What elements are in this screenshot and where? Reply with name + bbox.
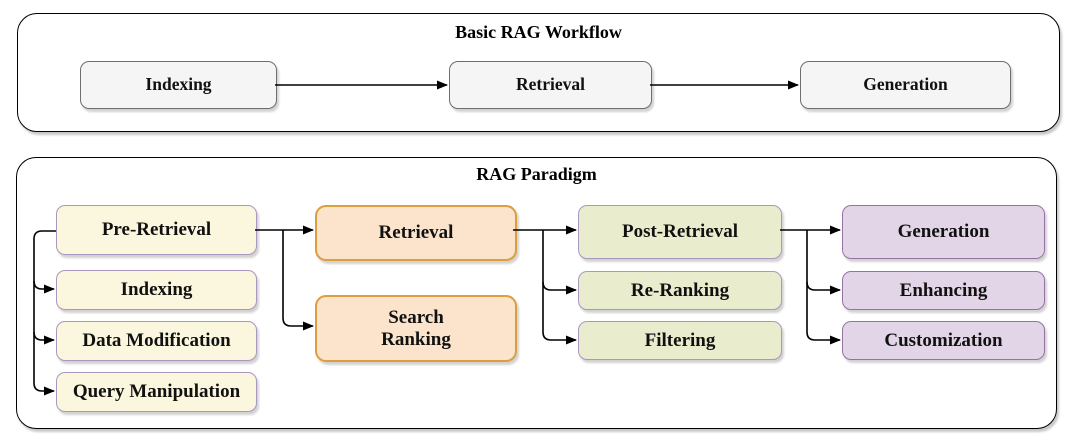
node-data-modification: Data Modification <box>56 321 257 361</box>
node-label: Indexing <box>120 279 193 301</box>
node-label: Generation <box>897 221 990 243</box>
rag-paradigm-title: RAG Paradigm <box>476 164 597 184</box>
node-label: Indexing <box>145 74 212 95</box>
node-label: Enhancing <box>899 279 988 301</box>
node-retrieval: Retrieval <box>315 205 517 261</box>
node-label: Retrieval <box>378 222 454 244</box>
basic-workflow-title: Basic RAG Workflow <box>455 22 622 42</box>
node-indexing: Indexing <box>56 270 257 310</box>
node-label: Re-Ranking <box>630 279 730 301</box>
node-label: Query Manipulation <box>72 381 241 403</box>
node-customization: Customization <box>842 321 1045 360</box>
node-post-retrieval: Post-Retrieval <box>578 205 782 259</box>
node-label: Data Modification <box>82 330 231 352</box>
node-label: Retrieval <box>516 74 585 95</box>
node-enhancing: Enhancing <box>842 271 1045 310</box>
node-label: Generation <box>863 74 948 95</box>
node-label: Post-Retrieval <box>621 221 739 243</box>
node-basic-generation: Generation <box>800 61 1011 109</box>
node-label: Customization <box>884 329 1003 351</box>
node-basic-indexing: Indexing <box>80 61 277 109</box>
node-search-ranking: Search Ranking <box>315 295 517 362</box>
node-label: Filtering <box>644 329 716 351</box>
node-filtering: Filtering <box>578 321 782 360</box>
node-re-ranking: Re-Ranking <box>578 271 782 310</box>
node-query-manipulation: Query Manipulation <box>56 372 257 412</box>
node-label: Search Ranking <box>381 307 451 350</box>
node-basic-retrieval: Retrieval <box>449 61 652 109</box>
node-pre-retrieval: Pre-Retrieval <box>56 205 257 255</box>
node-generation: Generation <box>842 205 1045 259</box>
node-label: Pre-Retrieval <box>101 219 212 241</box>
